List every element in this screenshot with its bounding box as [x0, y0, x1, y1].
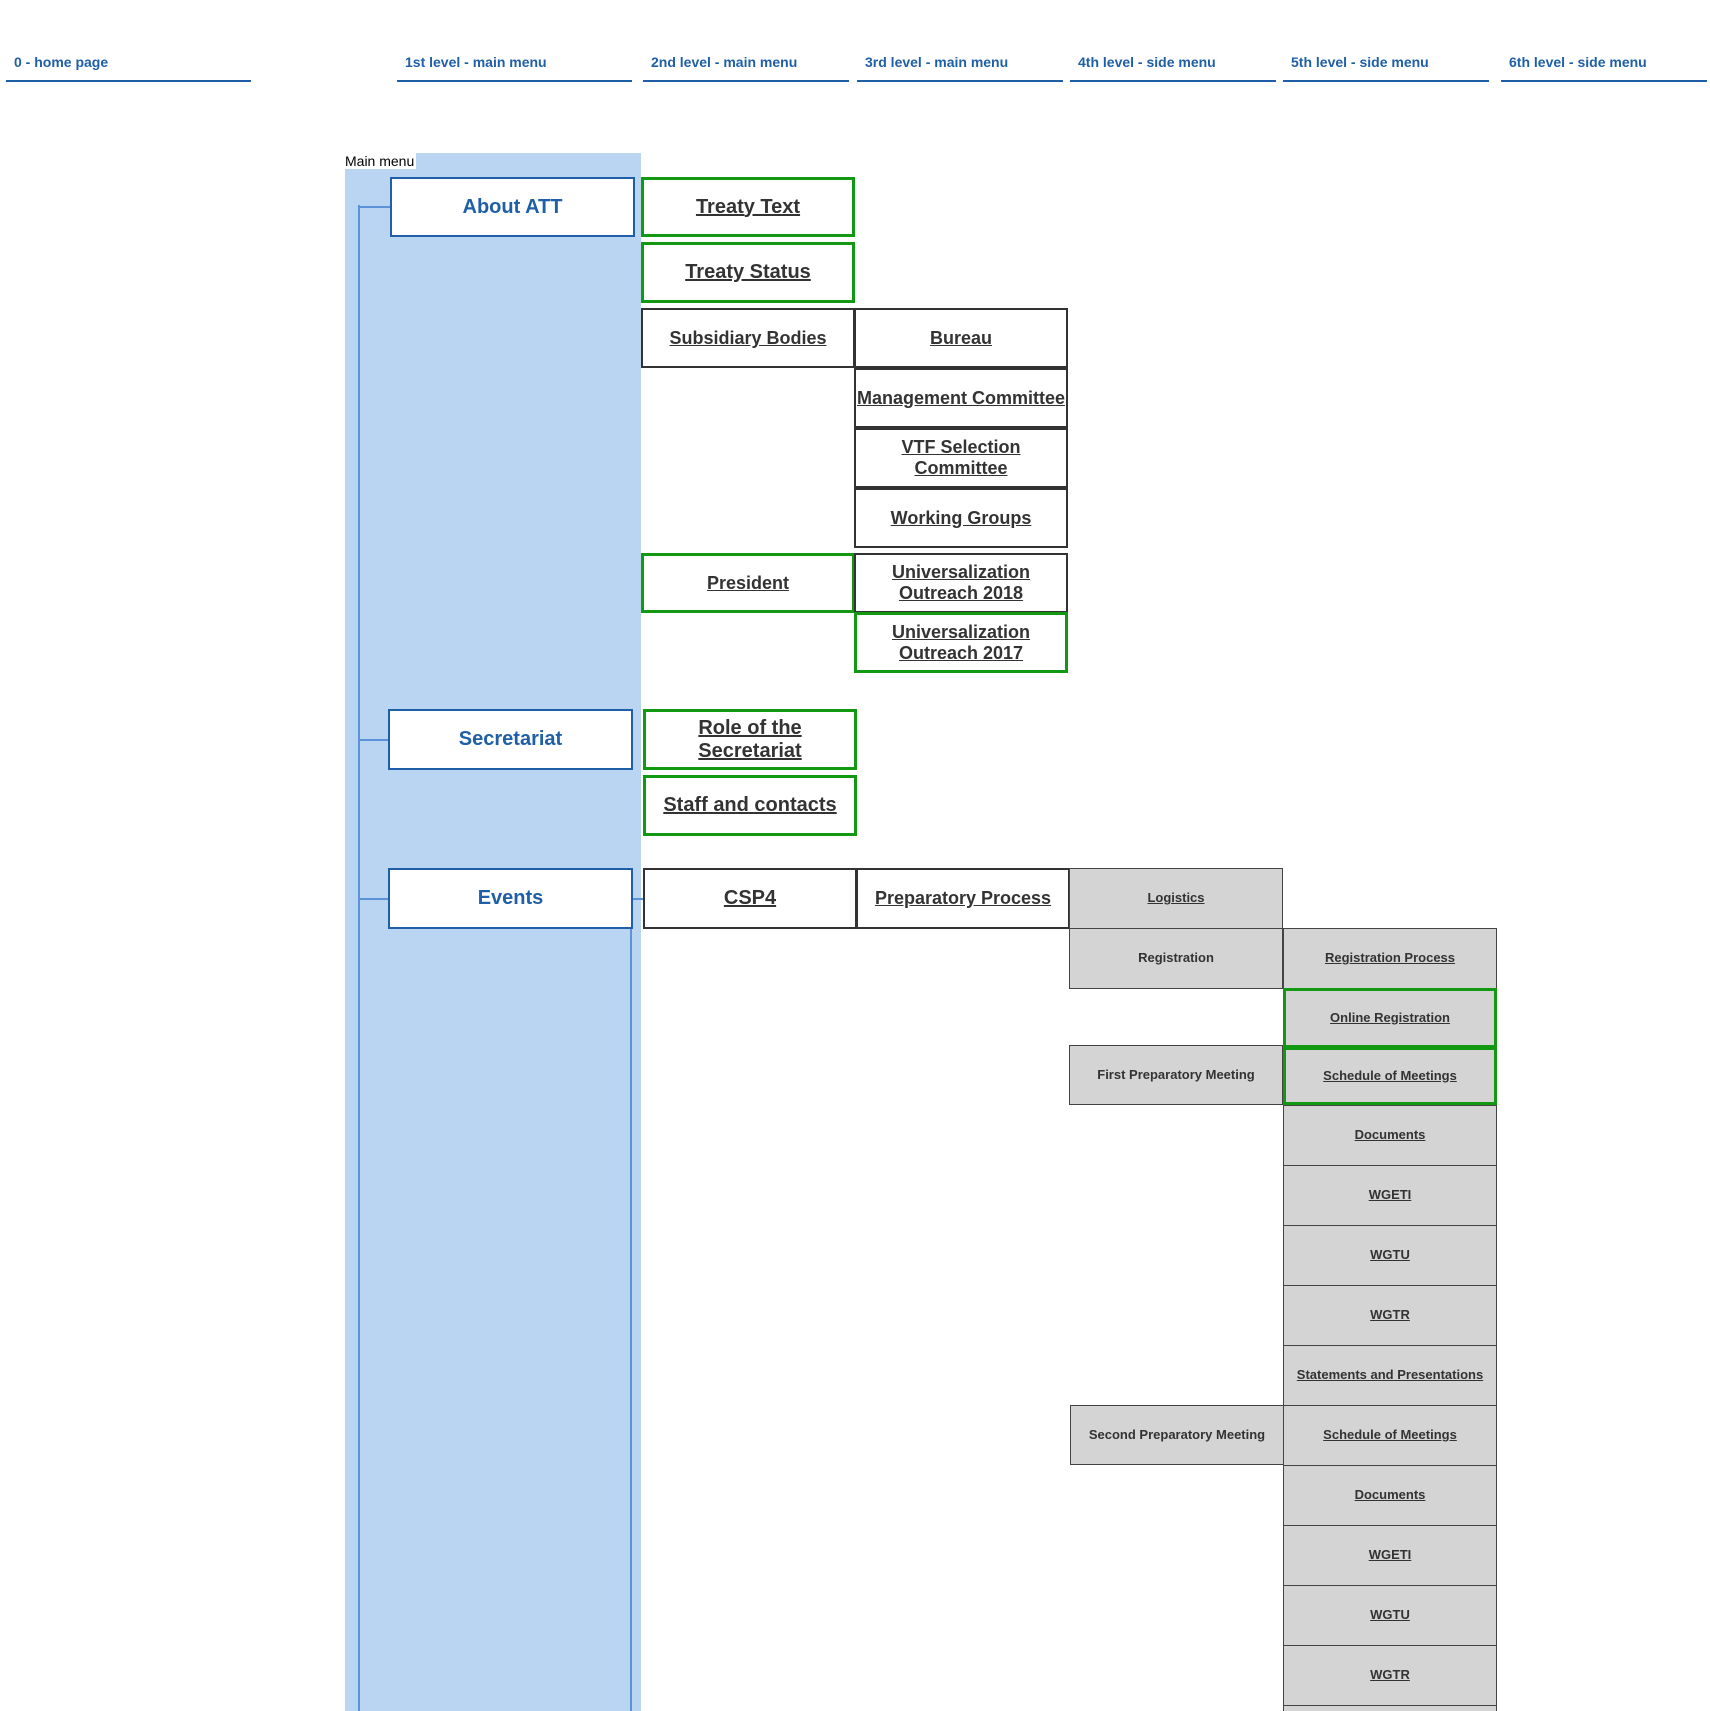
menu-item-vtf-selection-committee[interactable]: VTF Selection Committee [854, 428, 1068, 488]
menu-item-universalization-outreach-2017[interactable]: Universalization Outreach 2017 [854, 612, 1068, 673]
menu-item-about-att[interactable]: About ATT [390, 177, 635, 237]
menu-item-registration-process[interactable]: Registration Process [1283, 928, 1497, 989]
menu-item-first-documents[interactable]: Documents [1283, 1105, 1497, 1166]
header-home-page: 0 - home page [6, 44, 251, 82]
menu-item-universalization-outreach-2018[interactable]: Universalization Outreach 2018 [854, 553, 1068, 613]
menu-item-bureau[interactable]: Bureau [854, 308, 1068, 368]
connector-events [358, 898, 388, 900]
header-level-6: 6th level - side menu [1501, 44, 1707, 82]
main-menu-tree-line [358, 205, 360, 1711]
connector-secretariat [358, 739, 388, 741]
connector-about [358, 206, 390, 208]
header-level-2: 2nd level - main menu [643, 44, 849, 82]
menu-item-online-registration[interactable]: Online Registration [1283, 988, 1497, 1048]
menu-item-second-wgeti[interactable]: WGETI [1283, 1525, 1497, 1586]
menu-item-events[interactable]: Events [388, 868, 633, 929]
menu-item-role-of-the-secretariat[interactable]: Role of the Secretariat [643, 709, 857, 770]
menu-item-second-schedule-of-meetings[interactable]: Schedule of Meetings [1283, 1405, 1497, 1466]
menu-item-treaty-status[interactable]: Treaty Status [641, 242, 855, 303]
menu-item-preparatory-process[interactable]: Preparatory Process [856, 868, 1070, 929]
menu-item-second-preparatory-meeting[interactable]: Second Preparatory Meeting [1070, 1405, 1284, 1465]
menu-item-first-wgtr[interactable]: WGTR [1283, 1285, 1497, 1346]
header-level-4: 4th level - side menu [1070, 44, 1276, 82]
header-level-1: 1st level - main menu [397, 44, 632, 82]
menu-item-cutoff [1283, 1705, 1497, 1711]
menu-item-first-schedule-of-meetings[interactable]: Schedule of Meetings [1283, 1047, 1497, 1105]
menu-item-second-documents[interactable]: Documents [1283, 1465, 1497, 1526]
menu-item-first-wgtu[interactable]: WGTU [1283, 1225, 1497, 1286]
menu-item-csp4[interactable]: CSP4 [643, 868, 857, 929]
menu-item-first-wgeti[interactable]: WGETI [1283, 1165, 1497, 1226]
main-menu-caption: Main menu [345, 153, 417, 169]
menu-item-working-groups[interactable]: Working Groups [854, 488, 1068, 548]
menu-item-logistics[interactable]: Logistics [1069, 868, 1283, 929]
menu-item-treaty-text[interactable]: Treaty Text [641, 177, 855, 237]
menu-item-registration[interactable]: Registration [1069, 928, 1283, 989]
connector-events-csp4 [631, 898, 644, 900]
menu-item-secretariat[interactable]: Secretariat [388, 709, 633, 770]
menu-item-first-statements-and-presentations[interactable]: Statements and Presentations [1283, 1345, 1497, 1406]
menu-item-president[interactable]: President [641, 553, 855, 613]
header-level-3: 3rd level - main menu [857, 44, 1063, 82]
main-menu-panel [345, 153, 641, 1711]
menu-item-second-wgtu[interactable]: WGTU [1283, 1585, 1497, 1646]
header-level-5: 5th level - side menu [1283, 44, 1489, 82]
menu-item-second-wgtr[interactable]: WGTR [1283, 1645, 1497, 1706]
menu-item-subsidiary-bodies[interactable]: Subsidiary Bodies [641, 308, 855, 368]
menu-item-first-preparatory-meeting[interactable]: First Preparatory Meeting [1069, 1045, 1283, 1105]
events-tree-line [630, 898, 632, 1711]
menu-item-management-committee[interactable]: Management Committee [854, 368, 1068, 428]
menu-item-staff-and-contacts[interactable]: Staff and contacts [643, 775, 857, 836]
